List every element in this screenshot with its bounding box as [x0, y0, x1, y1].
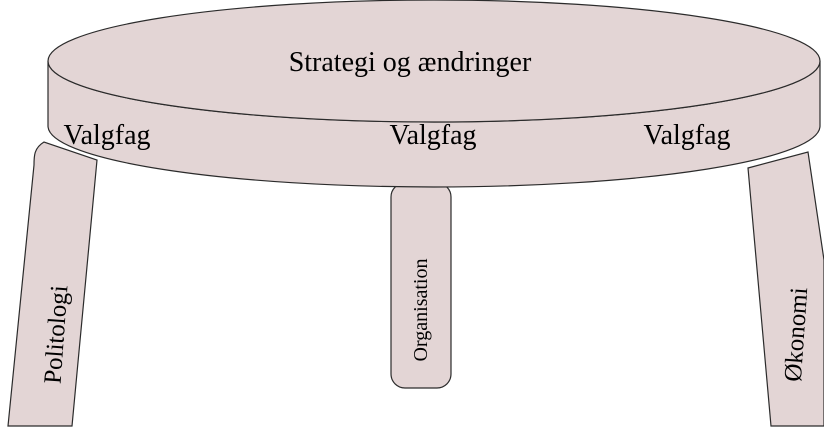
tabletop-surface	[47, 0, 821, 123]
leg-middle-label: Organisation	[410, 259, 432, 362]
rim-label-left: Valgfag	[63, 120, 150, 151]
tabletop-title: Strategi og ændringer	[289, 47, 532, 78]
rim-label-middle: Valgfag	[389, 120, 476, 151]
leg-left-shape	[7, 141, 98, 427]
leg-right-label: Økonomi	[780, 286, 814, 382]
leg-left: Politologi	[7, 141, 98, 427]
leg-right-shape	[747, 151, 824, 427]
rim-label-right: Valgfag	[643, 120, 730, 151]
leg-right: Økonomi	[747, 151, 824, 427]
leg-middle: Organisation	[390, 182, 452, 389]
